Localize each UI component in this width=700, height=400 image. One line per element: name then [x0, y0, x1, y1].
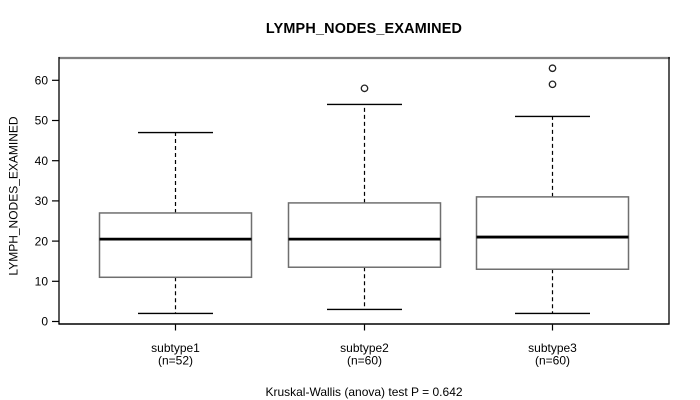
box-iqr — [475, 196, 630, 270]
box-iqr — [98, 212, 253, 279]
x-tick-sublabel: (n=52) — [158, 354, 193, 368]
x-tick-sublabel: (n=60) — [347, 354, 382, 368]
outlier-point — [360, 84, 369, 93]
y-axis-tick-label: 60 — [35, 74, 49, 88]
y-axis-tick-label: 50 — [35, 114, 49, 128]
outlier-point — [548, 80, 557, 89]
chart-title: LYMPH_NODES_EXAMINED — [265, 21, 463, 37]
box-iqr — [287, 202, 442, 268]
y-axis-tick-label: 20 — [35, 234, 49, 248]
x-tick-sublabel: (n=60) — [535, 354, 570, 368]
stat-test-caption: Kruskal-Wallis (anova) test P = 0.642 — [265, 385, 463, 399]
box-group-subtype2: subtype2(n=60) — [287, 84, 442, 368]
y-axis-tick-label: 40 — [35, 154, 49, 168]
x-tick-label: subtype3 — [528, 341, 577, 355]
outlier-point — [548, 64, 557, 73]
y-axis-tick-label: 0 — [41, 315, 48, 329]
y-axis-tick-label: 10 — [35, 275, 49, 289]
box-group-subtype1: subtype1(n=52) — [98, 131, 253, 368]
x-tick-label: subtype2 — [340, 341, 389, 355]
y-axis-tick-label: 30 — [35, 194, 49, 208]
x-tick-label: subtype1 — [151, 341, 200, 355]
box-group-subtype3: subtype3(n=60) — [475, 64, 630, 368]
